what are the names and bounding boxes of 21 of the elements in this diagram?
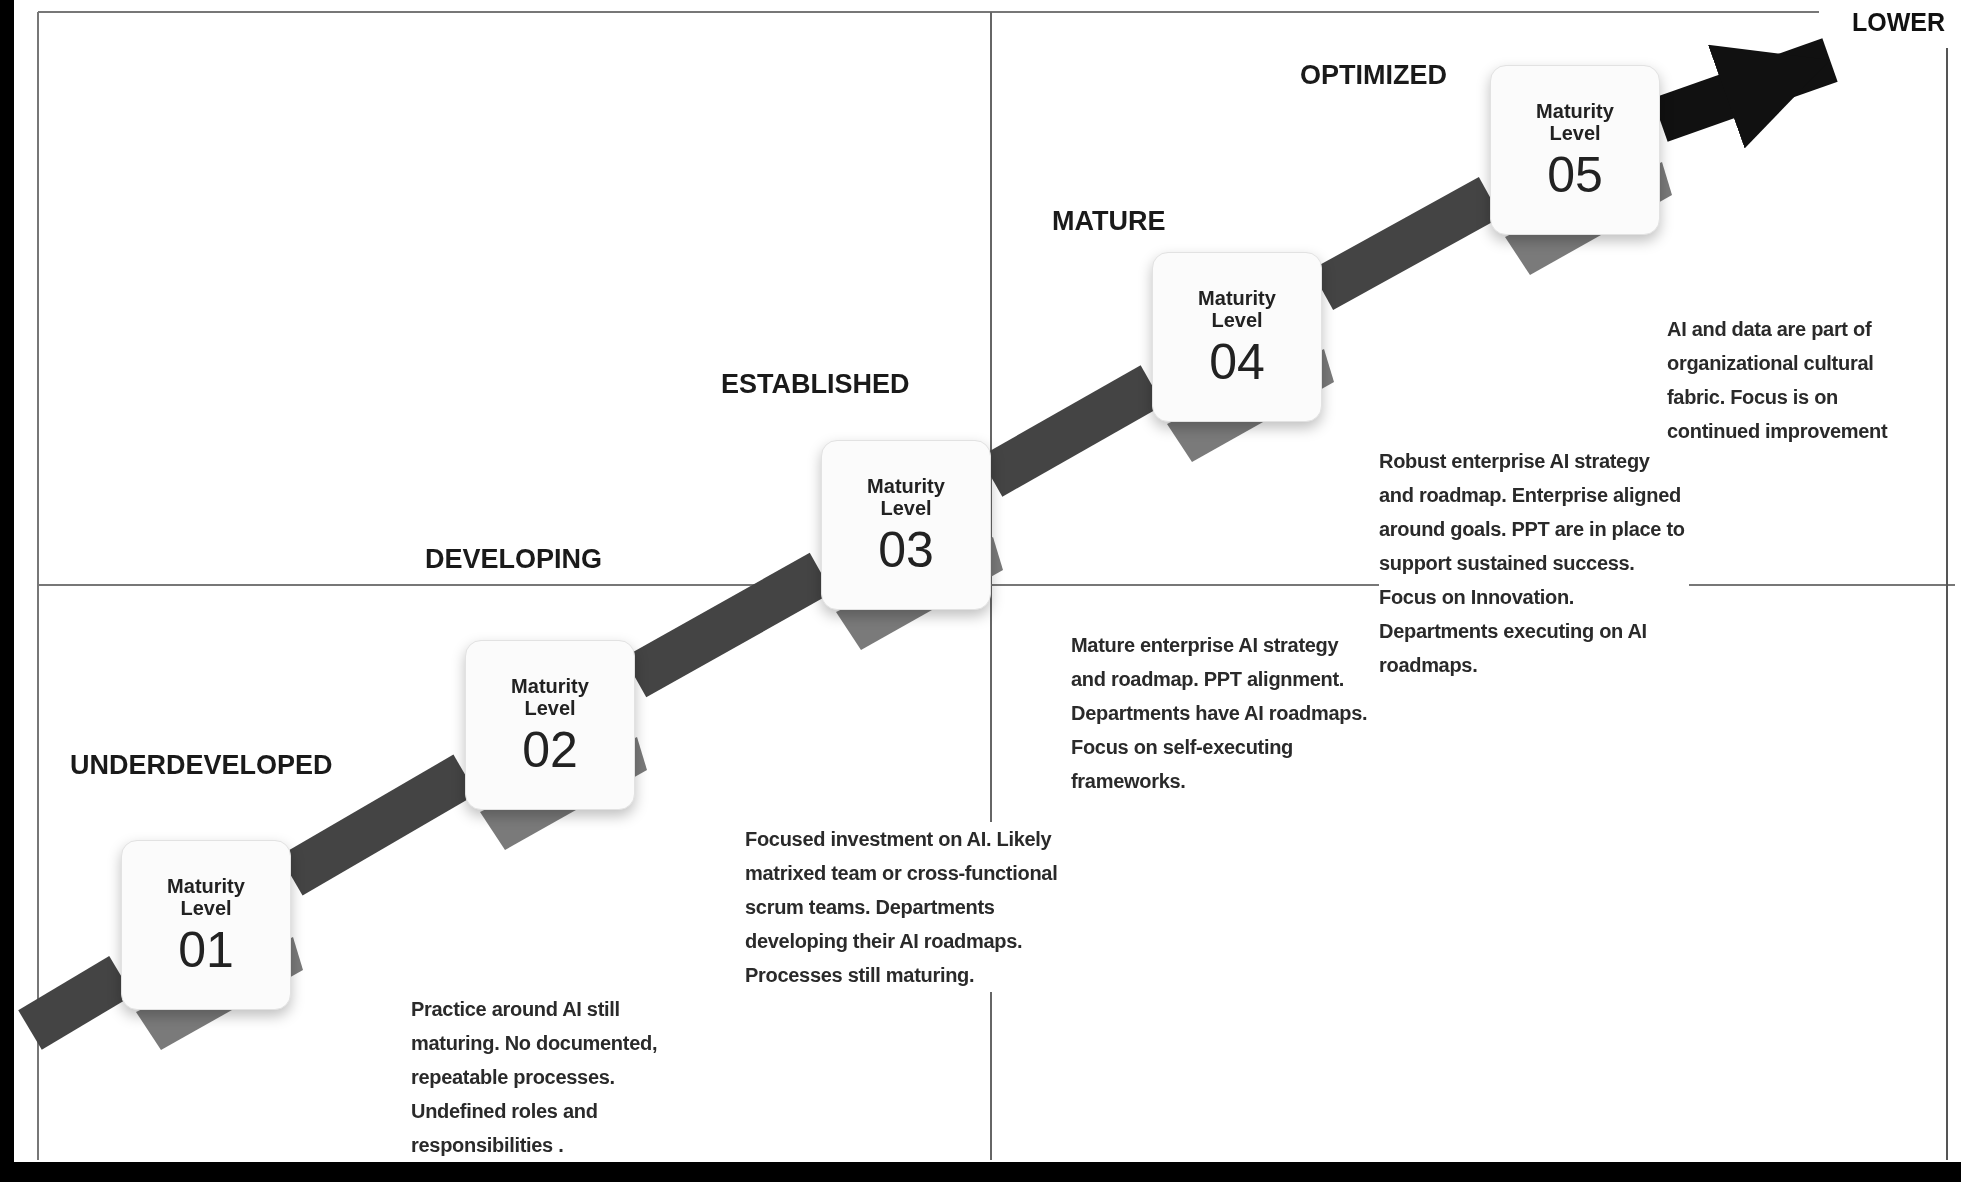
axis-label: LOWER: [1852, 8, 1946, 37]
maturity-cube: [465, 640, 635, 810]
maturity-cube: [1152, 252, 1322, 422]
card-caption: Maturity Level: [1197, 287, 1277, 331]
card-caption: Maturity Level: [866, 475, 946, 519]
maturity-cube: [1490, 65, 1660, 235]
card-caption: Maturity Level: [510, 675, 590, 719]
stage-title: UNDERDEVELOPED: [70, 750, 333, 781]
stage-title: DEVELOPING: [425, 544, 603, 575]
level-number: 01: [178, 925, 234, 975]
level-number: 05: [1547, 150, 1603, 200]
level-number: 03: [878, 525, 934, 575]
stage-title: MATURE: [1052, 206, 1166, 237]
stage-title: OPTIMIZED: [1300, 60, 1447, 91]
card-caption: Maturity Level: [1535, 100, 1615, 144]
level-number: 04: [1209, 337, 1265, 387]
level-number: 02: [522, 725, 578, 775]
maturity-cube: [121, 840, 291, 1010]
stage-title: ESTABLISHED: [721, 369, 910, 400]
card-caption: Maturity Level: [166, 875, 246, 919]
maturity-cube: [821, 440, 991, 610]
